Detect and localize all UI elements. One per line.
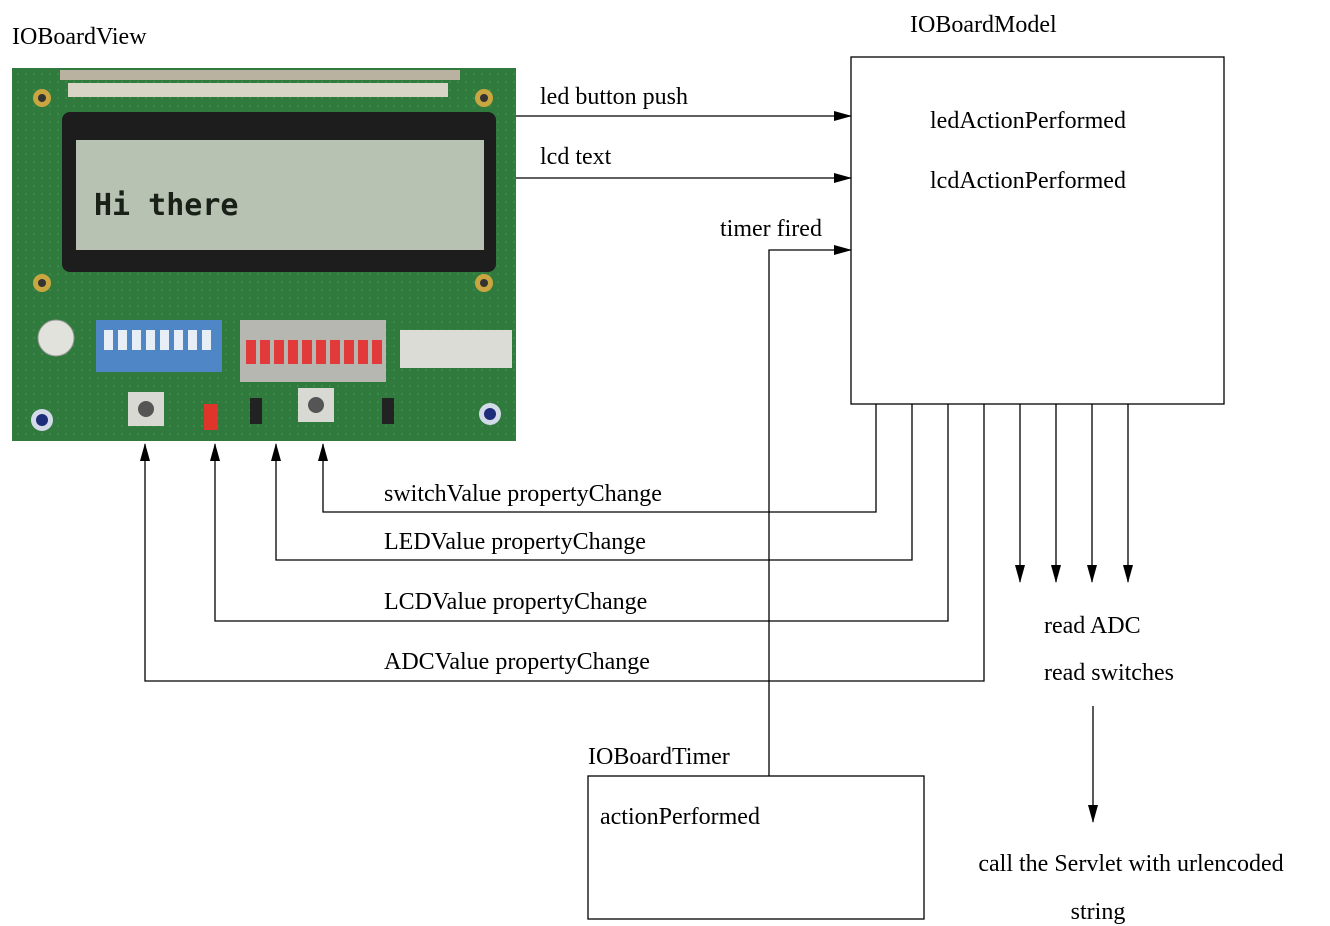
model-method-led: ledActionPerformed (930, 108, 1126, 134)
jumper-icon (204, 404, 218, 430)
arrow-switch-value (318, 404, 877, 513)
arrow-lcd-value (210, 404, 949, 622)
lcd-screen (76, 140, 484, 250)
model-title: IOBoardModel (910, 12, 1057, 38)
timer-box (587, 775, 925, 920)
label-switch-value: switchValue propertyChange (384, 481, 662, 507)
label-read-adc: read ADC (1044, 613, 1141, 639)
label-lcd-text: lcd text (540, 144, 612, 170)
label-timer-fired: timer fired (720, 216, 822, 242)
label-led-value: LEDValue propertyChange (384, 529, 646, 555)
label-servlet-line1: call the Servlet with urlencoded (978, 851, 1283, 877)
arrow-adc-value (140, 404, 985, 682)
label-lcd-value: LCDValue propertyChange (384, 589, 647, 615)
label-led-push: led button push (540, 84, 688, 110)
model-box (850, 56, 1225, 405)
label-read-switches: read switches (1044, 660, 1174, 686)
label-adc-value: ADCValue propertyChange (384, 649, 650, 675)
segment-display (400, 330, 512, 368)
model-method-lcd: lcdActionPerformed (930, 168, 1126, 194)
jumper-icon (250, 398, 262, 424)
timer-title: IOBoardTimer (588, 744, 730, 770)
label-servlet-line2: string (1071, 899, 1126, 925)
arrow-timer-fired (768, 245, 852, 776)
io-board-photo: Hi there (12, 68, 516, 441)
timer-method: actionPerformed (600, 804, 760, 830)
jumper-icon (382, 398, 394, 424)
view-title: IOBoardView (12, 24, 147, 50)
dip-switch-bank (96, 320, 222, 372)
connector-pins (68, 83, 448, 97)
lcd-display-text: Hi there (94, 188, 239, 223)
contrast-knob-icon (37, 319, 75, 357)
arrow-led-value (271, 404, 913, 561)
